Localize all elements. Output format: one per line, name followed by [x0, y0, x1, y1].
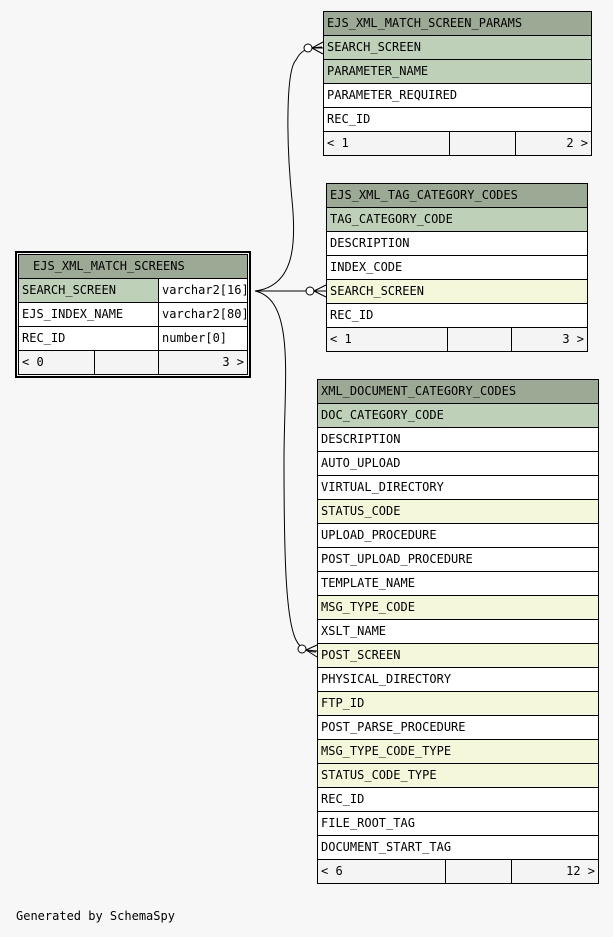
column-row[interactable]: PHYSICAL_DIRECTORY: [318, 668, 598, 692]
column-row[interactable]: UPLOAD_PROCEDURE: [318, 524, 598, 548]
edge-to-document-category-codes: [254, 290, 317, 653]
parents-count: < 0: [19, 351, 95, 374]
column-row[interactable]: SEARCH_SCREEN varchar2[16]: [19, 279, 247, 303]
edge-end-circle: [303, 43, 313, 53]
column-row[interactable]: SEARCH_SCREEN: [327, 280, 587, 304]
column-name: MSG_TYPE_CODE_TYPE: [321, 744, 452, 758]
column-row[interactable]: MSG_TYPE_CODE: [318, 596, 598, 620]
footer-spacer: [446, 860, 512, 883]
column-row[interactable]: SEARCH_SCREEN: [324, 36, 591, 60]
table-footer: < 0 3 >: [19, 351, 247, 374]
column-name: SEARCH_SCREEN: [327, 40, 421, 54]
footer-spacer: [450, 132, 516, 155]
table-tag-category-codes[interactable]: EJS_XML_TAG_CATEGORY_CODES TAG_CATEGORY_…: [326, 183, 588, 352]
column-row[interactable]: TEMPLATE_NAME: [318, 572, 598, 596]
column-name: PARAMETER_REQUIRED: [327, 88, 458, 102]
edge-crowfoot: [305, 644, 318, 658]
column-name: FTP_ID: [321, 696, 365, 710]
column-name: FILE_ROOT_TAG: [321, 816, 415, 830]
column-name: SEARCH_SCREEN: [22, 283, 116, 297]
edge-to-match-screen-params: [254, 46, 323, 292]
column-name: INDEX_CODE: [330, 260, 403, 274]
table-footer: < 6 12 >: [318, 860, 598, 883]
generated-by-label: Generated by SchemaSpy: [16, 909, 175, 923]
column-name: TEMPLATE_NAME: [321, 576, 415, 590]
column-row[interactable]: FTP_ID: [318, 692, 598, 716]
column-row[interactable]: MSG_TYPE_CODE_TYPE: [318, 740, 598, 764]
table-match-screen-params[interactable]: EJS_XML_MATCH_SCREEN_PARAMS SEARCH_SCREE…: [323, 11, 592, 156]
column-name: REC_ID: [321, 792, 365, 806]
table-match-screens[interactable]: EJS_XML_MATCH_SCREENS SEARCH_SCREEN varc…: [15, 251, 251, 378]
column-name: REC_ID: [327, 112, 371, 126]
children-count: 3 >: [562, 332, 584, 346]
column-row[interactable]: STATUS_CODE: [318, 500, 598, 524]
column-name: AUTO_UPLOAD: [321, 456, 401, 470]
column-name: DOCUMENT_START_TAG: [321, 840, 452, 854]
column-name: TAG_CATEGORY_CODE: [330, 212, 453, 226]
column-row[interactable]: FILE_ROOT_TAG: [318, 812, 598, 836]
column-name: DOC_CATEGORY_CODE: [321, 408, 444, 422]
column-row[interactable]: POST_UPLOAD_PROCEDURE: [318, 548, 598, 572]
column-name: VIRTUAL_DIRECTORY: [321, 480, 444, 494]
column-row[interactable]: REC_ID: [318, 788, 598, 812]
column-type: number[0]: [158, 327, 247, 350]
column-name: POST_PARSE_PROCEDURE: [321, 720, 466, 734]
column-row[interactable]: DOC_CATEGORY_CODE: [318, 404, 598, 428]
column-row[interactable]: XSLT_NAME: [318, 620, 598, 644]
column-name: EJS_INDEX_NAME: [22, 307, 124, 321]
column-name: DESCRIPTION: [330, 236, 410, 250]
column-name: UPLOAD_PROCEDURE: [321, 528, 437, 542]
column-name: SEARCH_SCREEN: [330, 284, 424, 298]
column-row[interactable]: AUTO_UPLOAD: [318, 452, 598, 476]
parents-count: < 1: [327, 328, 448, 351]
table-header: EJS_XML_MATCH_SCREENS: [19, 255, 247, 279]
column-row[interactable]: STATUS_CODE_TYPE: [318, 764, 598, 788]
column-name: MSG_TYPE_CODE: [321, 600, 415, 614]
edge-end-circle: [297, 644, 307, 654]
column-row[interactable]: DESCRIPTION: [327, 232, 587, 256]
footer-spacer: [95, 351, 159, 374]
column-row[interactable]: DOCUMENT_START_TAG: [318, 836, 598, 860]
column-row[interactable]: POST_SCREEN: [318, 644, 598, 668]
column-name: XSLT_NAME: [321, 624, 387, 638]
column-name: REC_ID: [22, 331, 66, 345]
column-row[interactable]: PARAMETER_REQUIRED: [324, 84, 591, 108]
parents-count: < 6: [318, 860, 446, 883]
table-footer: < 1 3 >: [327, 328, 587, 351]
column-name: POST_UPLOAD_PROCEDURE: [321, 552, 473, 566]
column-type: varchar2[16]: [158, 279, 247, 302]
table-footer: < 1 2 >: [324, 132, 591, 155]
column-row[interactable]: REC_ID: [324, 108, 591, 132]
column-row[interactable]: REC_ID number[0]: [19, 327, 247, 351]
children-count: 2 >: [566, 136, 588, 150]
column-name: POST_SCREEN: [321, 648, 401, 662]
column-row[interactable]: PARAMETER_NAME: [324, 60, 591, 84]
table-header: EJS_XML_MATCH_SCREEN_PARAMS: [324, 12, 591, 36]
column-row[interactable]: POST_PARSE_PROCEDURE: [318, 716, 598, 740]
column-row[interactable]: TAG_CATEGORY_CODE: [327, 208, 587, 232]
column-row[interactable]: EJS_INDEX_NAME varchar2[80]: [19, 303, 247, 327]
column-name: DESCRIPTION: [321, 432, 401, 446]
column-name: PHYSICAL_DIRECTORY: [321, 672, 452, 686]
column-name: REC_ID: [330, 308, 374, 322]
edge-crowfoot: [311, 41, 324, 55]
parents-count: < 1: [324, 132, 450, 155]
column-type: varchar2[80]: [158, 303, 247, 326]
column-row[interactable]: INDEX_CODE: [327, 256, 587, 280]
table-header: XML_DOCUMENT_CATEGORY_CODES: [318, 380, 598, 404]
column-row[interactable]: REC_ID: [327, 304, 587, 328]
table-document-category-codes[interactable]: XML_DOCUMENT_CATEGORY_CODES DOC_CATEGORY…: [317, 379, 599, 884]
edge-end-circle: [305, 286, 315, 296]
column-row[interactable]: VIRTUAL_DIRECTORY: [318, 476, 598, 500]
column-name: STATUS_CODE_TYPE: [321, 768, 437, 782]
column-name: PARAMETER_NAME: [327, 64, 429, 78]
column-row[interactable]: DESCRIPTION: [318, 428, 598, 452]
children-count: 12 >: [566, 864, 595, 878]
children-count: 3 >: [222, 355, 244, 369]
column-name: STATUS_CODE: [321, 504, 401, 518]
footer-spacer: [448, 328, 512, 351]
edge-crowfoot: [313, 284, 327, 298]
table-header: EJS_XML_TAG_CATEGORY_CODES: [327, 184, 587, 208]
